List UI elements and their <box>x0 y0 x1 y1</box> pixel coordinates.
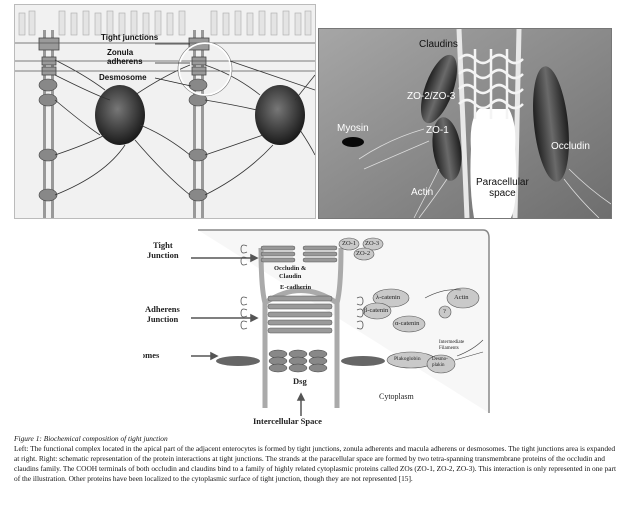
caption-text: Left: The functional complex located in … <box>14 444 617 483</box>
label-zonula-adherens: Zonula adherens <box>107 48 143 66</box>
label-plakoglobin: Plakoglobin <box>394 356 421 362</box>
label-tight-junctions: Tight junctions <box>101 33 159 42</box>
label-zo3: ZO-3 <box>365 240 380 247</box>
label-zo1: ZO-1 <box>426 125 449 136</box>
junction-schematic-panel: Tight Junction Adherens Junction Desmoso… <box>143 228 493 424</box>
label-lambda-catenin: λ-catenin <box>376 294 401 301</box>
label-intermediate-filaments: Intermediate Filaments <box>439 340 465 351</box>
label-intercellular-space: Intercellular Space <box>253 416 322 426</box>
label-actin: Actin <box>411 187 434 198</box>
tight-junction-illustration <box>319 29 611 218</box>
label-e-cadherin: E-cadherin <box>280 284 312 291</box>
label-desmosome: Desmosome <box>99 73 147 82</box>
label-desmosomes: Desmosomes <box>143 350 160 360</box>
label-actin: Actin <box>454 294 469 301</box>
label-adherens-junction: Adherens Junction <box>145 304 180 324</box>
enterocytes-illustration <box>15 10 315 218</box>
label-zo2-zo3: ZO-2/ZO-3 <box>407 91 456 102</box>
caption-title: Figure 1: Biochemical composition of tig… <box>14 434 168 443</box>
label-occludin-claudin: Occludin & Claudin <box>274 265 307 280</box>
label-cytoplasm: Cytoplasm <box>379 392 414 401</box>
label-dsg: Dsg <box>293 376 307 386</box>
figure-caption: Figure 1: Biochemical composition of tig… <box>14 434 618 484</box>
label-claudins: Claudins <box>419 39 458 50</box>
label-alpha-catenin: α-catenin <box>395 320 420 327</box>
nucleus-right <box>255 85 305 145</box>
label-beta-catenin: β-catenin <box>364 307 389 314</box>
label-paracellular-space: Paracellular space <box>476 177 529 199</box>
label-myosin: Myosin <box>337 123 369 134</box>
label-zo1: ZO-1 <box>342 240 357 247</box>
label-tight-junction: Tight Junction <box>147 240 179 260</box>
label-question: ? <box>443 308 446 315</box>
junction-schematic <box>191 229 490 416</box>
label-occludin: Occludin <box>551 141 590 152</box>
label-desmoplakin: Desmo- plakin <box>432 357 448 368</box>
label-zo2: ZO-2 <box>356 250 371 257</box>
tight-junction-detail-panel: Claudins ZO-2/ZO-3 ZO-1 Myosin Actin Par… <box>318 28 612 219</box>
nucleus-left <box>95 85 145 145</box>
enterocytes-panel: Tight junctions Zonula adherens Desmosom… <box>14 4 316 219</box>
